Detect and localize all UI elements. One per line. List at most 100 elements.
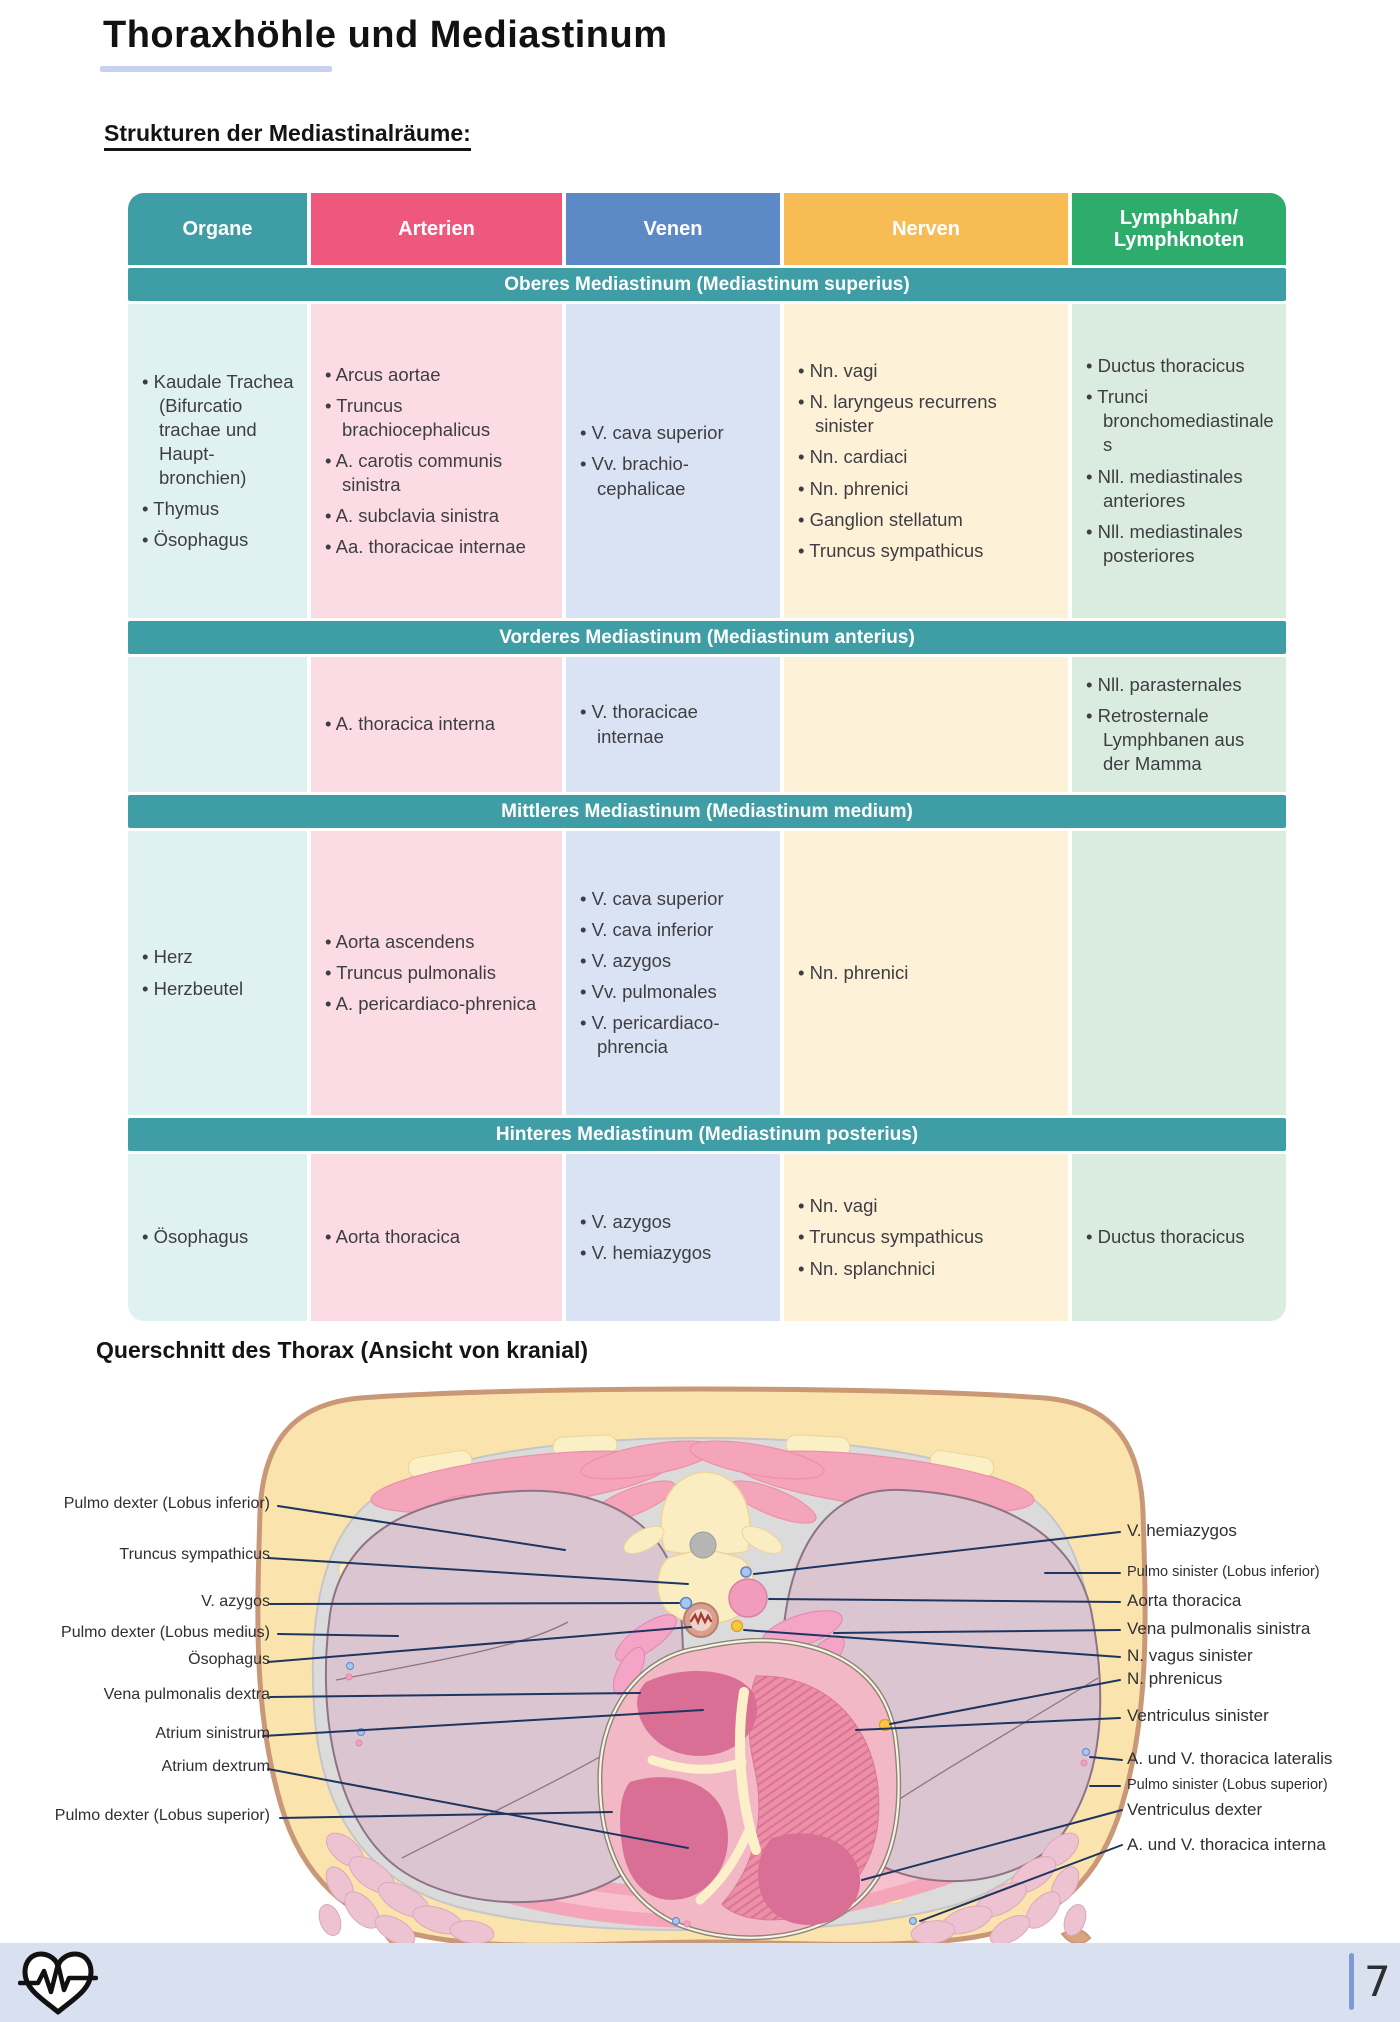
cell-mittleres-organe: Herz Herzbeutel — [128, 831, 307, 1115]
diagram-label: Pulmo sinister (Lobus superior) — [1127, 1777, 1328, 1793]
cell-vorderes-arterien: A. thoracica interna — [311, 657, 562, 792]
diagram-label: A. und V. thoracica lateralis — [1127, 1749, 1333, 1768]
diagram-label: N. phrenicus — [1127, 1669, 1223, 1688]
thorax-cross-section-illustration — [255, 1386, 1148, 1950]
section-bar-vorderes: Vorderes Mediastinum (Mediastinum anteri… — [128, 621, 1286, 654]
diagram-label: Atrium dextrum — [161, 1758, 270, 1775]
diagram-label: Vena pulmonalis sinistra — [1127, 1619, 1311, 1638]
list-item: Aorta thoracica — [325, 1225, 460, 1249]
cell-hinteres-lymph: Ductus thoracicus — [1072, 1154, 1286, 1321]
list-item: A. pericardiaco-phrenica — [325, 992, 537, 1016]
section-bar-mittleres: Mittleres Mediastinum (Mediastinum mediu… — [128, 795, 1286, 828]
cell-oberes-nerven: Nn. vagi N. laryngeus recurrens sinister… — [784, 304, 1068, 618]
list-item: Vv. pulmonales — [580, 980, 768, 1004]
list-item: Nn. cardiaci — [798, 445, 1056, 469]
heart-ecg-icon — [18, 1951, 98, 2015]
diagram-label: Ventriculus dexter — [1127, 1800, 1263, 1819]
list-item: A. thoracica interna — [325, 712, 495, 736]
list-item: Nll. mediastinales posteriores — [1086, 520, 1274, 568]
list-item: Truncus pulmonalis — [325, 961, 536, 985]
list-item: Ösophagus — [142, 528, 295, 552]
list-item: N. laryngeus recurrens sinister — [798, 390, 1056, 438]
list-item: V. azygos — [580, 1210, 711, 1234]
list-item: A. carotis communis sinistra — [325, 449, 550, 497]
diagram-label: Ösophagus — [188, 1651, 270, 1668]
cell-mittleres-nerven: Nn. phrenici — [784, 831, 1068, 1115]
table-section-heading: Strukturen der Mediastinalräume: — [104, 120, 471, 151]
list-item: Herz — [142, 945, 243, 969]
v-hemiazygos-dot — [740, 1566, 752, 1578]
label-leader-lines — [262, 1505, 1123, 1922]
diagram-label: V. azygos — [201, 1593, 270, 1610]
breast-tissue-shapes — [318, 1832, 1087, 1946]
diagram-label: A. und V. thoracica interna — [1127, 1835, 1326, 1854]
column-header-nerven: Nerven — [784, 193, 1068, 265]
section-bar-oberes: Oberes Mediastinum (Mediastinum superius… — [128, 268, 1286, 301]
list-item: V. pericardiaco-phrencia — [580, 1011, 768, 1059]
list-item: Trunci bronchomediastinales — [1086, 385, 1274, 457]
diagram-label: Aorta thoracica — [1127, 1591, 1242, 1610]
list-item: Nn. splanchnici — [798, 1257, 983, 1281]
list-item: V. cava inferior — [580, 918, 768, 942]
column-header-arterien: Arterien — [311, 193, 562, 265]
diagram-label: Ventriculus sinister — [1127, 1706, 1269, 1725]
list-item: Vv. brachio-cephalicae — [580, 452, 768, 500]
ventriculus-dexter-shape — [758, 1833, 861, 1925]
list-item: V. cava superior — [580, 887, 768, 911]
title-highlight-underline — [100, 66, 332, 72]
list-item: Truncus brachiocephalicus — [325, 394, 550, 442]
page-number: 7 — [1364, 1957, 1391, 2006]
cell-hinteres-organe: Ösophagus — [128, 1154, 307, 1321]
diagram-label: Pulmo dexter (Lobus medius) — [61, 1624, 270, 1641]
list-item: Truncus sympathicus — [798, 539, 1056, 563]
v-azygos-dot — [679, 1596, 693, 1610]
heart-shape — [597, 1637, 902, 1941]
column-header-venen: Venen — [566, 193, 780, 265]
list-item: Arcus aortae — [325, 363, 550, 387]
diagram-label: Pulmo dexter (Lobus inferior) — [63, 1495, 270, 1512]
list-item: Kaudale Trachea (Bifurcatio trachae und … — [142, 370, 295, 490]
cell-mittleres-venen: V. cava superior V. cava inferior V. azy… — [566, 831, 780, 1115]
list-item: Ductus thoracicus — [1086, 354, 1274, 378]
list-item: Nn. vagi — [798, 359, 1056, 383]
list-item: V. thoracicae internae — [580, 700, 768, 748]
list-item: Aorta ascendens — [325, 930, 536, 954]
page-footer: 7 — [0, 1943, 1400, 2022]
list-item: V. cava superior — [580, 421, 768, 445]
list-item: A. subclavia sinistra — [325, 504, 550, 528]
atrium-dextrum-shape — [620, 1777, 728, 1900]
list-item: Ganglion stellatum — [798, 508, 1056, 532]
list-item: Nn. vagi — [798, 1194, 983, 1218]
cell-mittleres-lymph — [1072, 831, 1286, 1115]
atrium-sinistrum-shape — [637, 1670, 757, 1756]
diagram-label: Pulmo sinister (Lobus inferior) — [1127, 1564, 1320, 1580]
list-item: Nll. mediastinales anteriores — [1086, 465, 1274, 513]
spinal-cord-shape — [689, 1531, 717, 1559]
cell-vorderes-nerven — [784, 657, 1068, 792]
cell-oberes-organe: Kaudale Trachea (Bifurcatio trachae und … — [128, 304, 307, 618]
cell-vorderes-organe — [128, 657, 307, 792]
diagram-label: V. hemiazygos — [1127, 1521, 1237, 1540]
cell-vorderes-venen: V. thoracicae internae — [566, 657, 780, 792]
cell-mittleres-arterien: Aorta ascendens Truncus pulmonalis A. pe… — [311, 831, 562, 1115]
list-item: V. hemiazygos — [580, 1241, 712, 1265]
mediastinum-table: Organe Arterien Venen Nerven Lymphbahn/ … — [128, 193, 1286, 1321]
diagram-label: Vena pulmonalis dextra — [103, 1686, 270, 1703]
intercostal-vessel-dots — [345, 1662, 1090, 1928]
diagram-label: N. vagus sinister — [1127, 1646, 1253, 1665]
cell-oberes-arterien: Arcus aortae Truncus brachiocephalicus A… — [311, 304, 562, 618]
aorta-thoracica-shape — [728, 1578, 768, 1618]
list-item: Herzbeutel — [142, 977, 243, 1001]
list-item: Aa. thoracicae internae — [325, 535, 550, 559]
page-number-accent-bar — [1349, 1953, 1354, 2010]
column-header-lymph: Lymphbahn/ Lymphknoten — [1072, 193, 1286, 265]
list-item: Ösophagus — [142, 1225, 249, 1249]
list-item: Truncus sympathicus — [798, 1225, 983, 1249]
cell-hinteres-nerven: Nn. vagi Truncus sympathicus Nn. splanch… — [784, 1154, 1068, 1321]
cell-oberes-venen: V. cava superior Vv. brachio-cephalicae — [566, 304, 780, 618]
list-item: Retrosternale Lymphbanen aus der Mamma — [1086, 704, 1274, 776]
section-bar-hinteres: Hinteres Mediastinum (Mediastinum poster… — [128, 1118, 1286, 1151]
diagram-label: Atrium sinistrum — [155, 1725, 270, 1742]
list-item: Nn. phrenici — [798, 961, 909, 985]
